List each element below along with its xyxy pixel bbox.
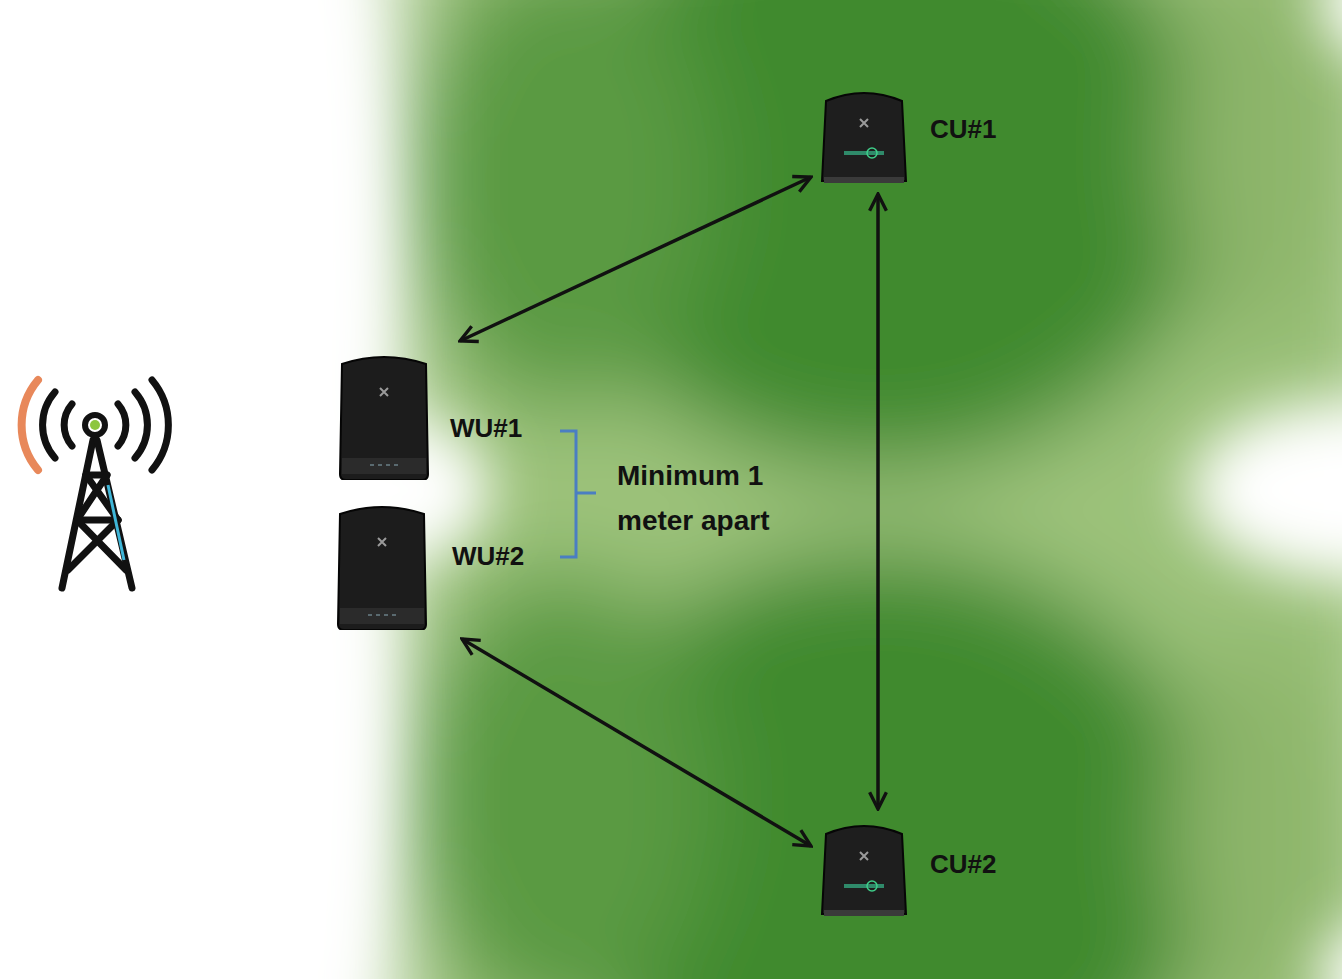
device-icon bbox=[820, 818, 908, 918]
unit-label: WU#2 bbox=[452, 542, 524, 572]
repeater-unit: WU#2 bbox=[336, 500, 529, 630]
device-icon bbox=[336, 500, 428, 630]
unit-label: CU#2 bbox=[930, 850, 996, 880]
repeater-unit: WU#1 bbox=[338, 350, 527, 480]
spacing-note: Minimum 1 meter apart bbox=[617, 454, 807, 544]
device-icon bbox=[338, 350, 430, 480]
link-arrow bbox=[460, 177, 811, 341]
unit-label: WU#1 bbox=[450, 414, 522, 444]
device-icon bbox=[820, 85, 908, 185]
repeater-unit: CU#2 bbox=[820, 818, 1001, 918]
link-arrow bbox=[462, 639, 811, 846]
link-arrow bbox=[876, 194, 880, 809]
repeater-unit: CU#1 bbox=[820, 85, 1001, 185]
unit-label: CU#1 bbox=[930, 115, 996, 145]
